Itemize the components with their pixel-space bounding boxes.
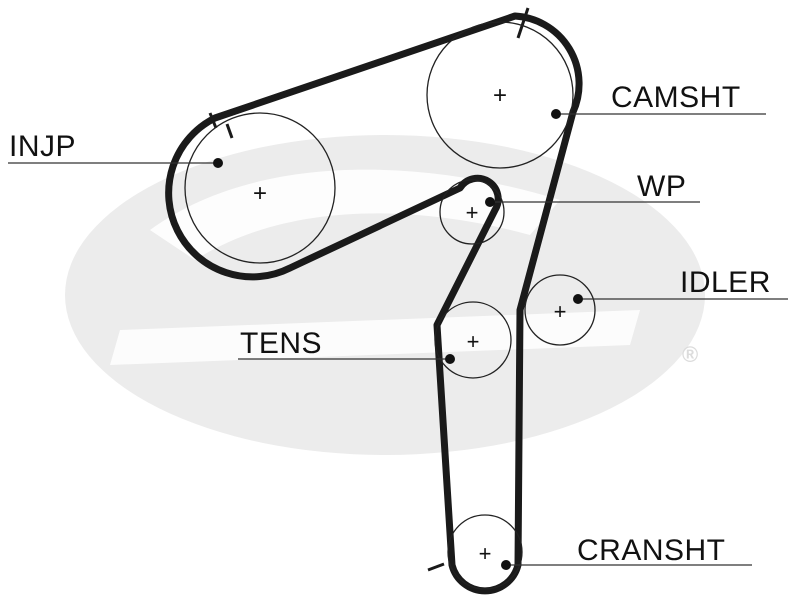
- pulley-injp-outline: [184, 112, 336, 264]
- leader-cransht: [501, 560, 752, 570]
- pulley-idler-center-mark: +: [554, 299, 567, 324]
- pulley-camsht: +: [426, 21, 574, 169]
- leader-tens-dot: [445, 354, 455, 364]
- belt-tick-mark-camsht: [516, 7, 530, 39]
- label-camsht: CAMSHT: [611, 81, 741, 114]
- pulley-cransht-center-mark: +: [479, 541, 492, 566]
- pulley-idler-outline: [524, 274, 596, 346]
- pulley-idler: +: [524, 274, 596, 346]
- pulley-injp-center-mark: +: [253, 180, 267, 207]
- leader-wp-dot: [485, 197, 495, 207]
- label-cransht: CRANSHT: [577, 534, 726, 567]
- label-tens: TENS: [240, 327, 322, 360]
- leader-idler-dot: [573, 294, 583, 304]
- pulley-tens-outline: [434, 301, 512, 379]
- label-injp: INJP: [9, 130, 76, 163]
- pulley-tens: +: [434, 301, 512, 379]
- leader-injp-dot: [213, 158, 223, 168]
- leader-camsht-dot: [551, 109, 561, 119]
- label-idler: IDLER: [680, 266, 771, 299]
- watermark-registered-mark: ®: [682, 342, 698, 367]
- belt-tick-mark-injp-2: [225, 123, 234, 139]
- label-wp: WP: [637, 170, 686, 203]
- leader-cransht-dot: [501, 560, 511, 570]
- pulley-cransht: +: [447, 514, 523, 590]
- leader-tens: [238, 354, 455, 364]
- pulley-wp-center-mark: +: [466, 200, 479, 225]
- leader-wp: [485, 197, 700, 207]
- pulley-camsht-outline: [426, 21, 574, 169]
- pulley-camsht-center-mark: +: [493, 82, 507, 109]
- leader-camsht: [551, 109, 766, 119]
- belt-tick-mark-cransht: [427, 562, 445, 572]
- leader-injp: [8, 158, 223, 168]
- pulley-tens-center-mark: +: [467, 329, 480, 354]
- timing-belt: [165, 12, 583, 595]
- pulley-injp: +: [184, 112, 336, 264]
- belt-tick-mark-injp-1: [208, 112, 218, 129]
- pulley-cransht-outline: [447, 514, 523, 590]
- leader-idler: [573, 294, 788, 304]
- gates-logo-watermark: ®: [65, 135, 705, 455]
- pulley-wp-outline: [439, 179, 505, 245]
- pulley-wp: +: [439, 179, 505, 245]
